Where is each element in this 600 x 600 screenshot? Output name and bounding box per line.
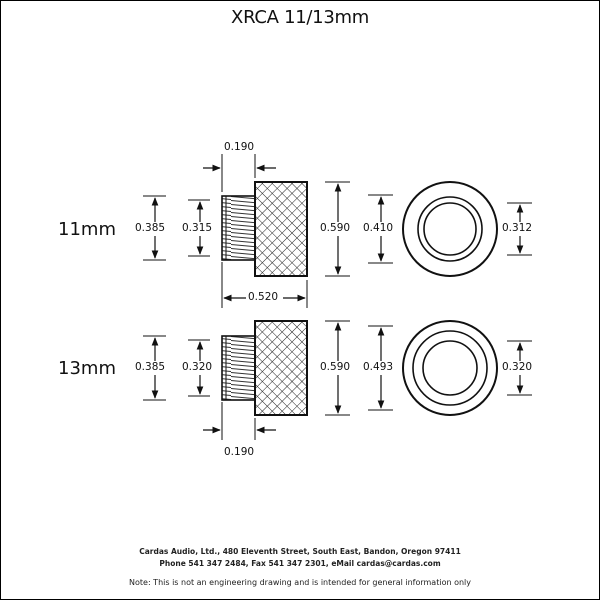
dim-body-height-13mm: 0.590 (320, 361, 351, 373)
row-label-11mm: 11mm (58, 219, 116, 240)
dim-ring-inner-13mm: 0.320 (502, 361, 533, 373)
drawing-title: XRCA 11/13mm (231, 7, 369, 28)
dim-thread-length-top: 0.190 (224, 141, 255, 153)
dim-thread-length-bottom: 0.190 (224, 446, 255, 458)
thread-section-11mm (221, 195, 256, 261)
row-label-13mm: 13mm (58, 358, 116, 379)
dim-thread-height-13mm: 0.385 (135, 361, 166, 373)
dim-thread-inner-13mm: 0.320 (182, 361, 213, 373)
dim-thread-height-11mm: 0.385 (135, 222, 166, 234)
knurled-body-11mm (254, 181, 308, 277)
thread-section-13mm (221, 335, 256, 401)
row-11mm-drawing (143, 154, 532, 308)
ring-outer-13mm (402, 320, 498, 416)
footer-address: Cardas Audio, Ltd., 480 Eleventh Street,… (139, 547, 461, 556)
dim-bore-diameter-11mm: 0.410 (363, 222, 394, 234)
row-13mm-drawing (143, 320, 532, 440)
ring-inner-13mm (422, 340, 478, 396)
footer-contact: Phone 541 347 2484, Fax 541 347 2301, eM… (159, 559, 441, 568)
dim-ring-inner-11mm: 0.312 (502, 222, 533, 234)
knurled-body-13mm (254, 320, 308, 416)
ring-outer-11mm (402, 181, 498, 277)
dim-thread-inner-11mm: 0.315 (182, 222, 213, 234)
ring-mid-11mm (417, 196, 483, 262)
dim-overall-length: 0.520 (248, 291, 279, 303)
ring-inner-11mm (423, 202, 477, 256)
disclaimer-note: Note: This is not an engineering drawing… (129, 578, 471, 587)
dim-bore-diameter-13mm: 0.493 (363, 361, 394, 373)
ring-mid-13mm (412, 330, 488, 406)
dim-body-height-11mm: 0.590 (320, 222, 351, 234)
